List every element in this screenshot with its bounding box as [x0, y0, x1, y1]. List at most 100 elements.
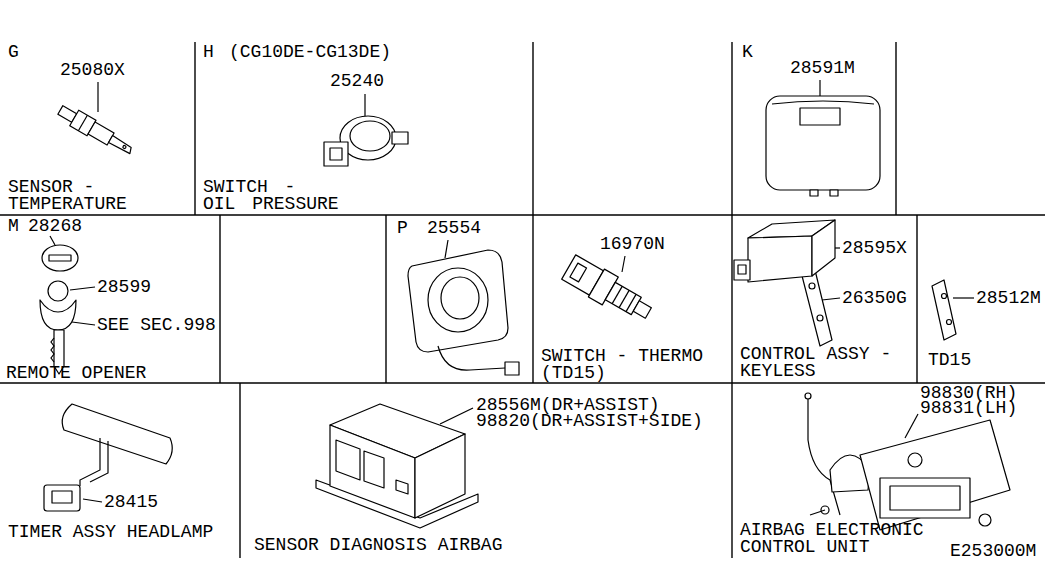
callout-number: 25240	[330, 73, 384, 90]
drawing-stroke	[109, 136, 134, 155]
drawing-stroke	[50, 236, 55, 245]
callout-number: 28599	[97, 279, 151, 296]
callout-number: 16970N	[600, 236, 665, 253]
drawing-stroke	[905, 414, 918, 438]
part-name: CONTROL ASSY - KEYLESS	[740, 346, 900, 380]
drawing-stroke	[42, 245, 78, 271]
callout-number: 28415	[104, 494, 158, 511]
drawing-stroke	[78, 115, 87, 131]
part-name: TIMER ASSY HEADLAMP	[8, 524, 213, 541]
airbag-diagnosis-sensor	[316, 404, 478, 528]
drawing-stroke	[0, 382, 1045, 383]
drawing-stroke	[90, 441, 108, 482]
drawing-stroke	[805, 393, 811, 399]
drawing-stroke	[731, 42, 732, 215]
drawing-stroke	[810, 510, 825, 515]
drawing-stroke	[97, 82, 98, 112]
callout-number: 28556M(DR+ASSIST)	[476, 397, 660, 414]
drawing-stroke	[622, 256, 625, 272]
part-name: REMOTE OPENER	[6, 365, 146, 382]
drawing-stroke	[48, 281, 68, 301]
drawing-stroke	[441, 277, 479, 319]
drawing-stroke	[942, 294, 947, 299]
cell-panel: 28415TIMER ASSY HEADLAMP	[0, 383, 240, 558]
drawing-stroke	[932, 280, 956, 340]
drawing-stroke	[810, 190, 818, 196]
bracket-td15	[932, 280, 974, 340]
cell-panel: H(CG10DE-CG13DE)25240SWITCH - OIL PRESSU…	[195, 42, 533, 215]
part-name: SENSOR - TEMPERATURE	[8, 179, 143, 213]
drawing-stroke	[330, 148, 342, 160]
cell-panel: G 25080X SENSOR - TEMPERATURE	[0, 42, 195, 215]
drawing-stroke	[979, 514, 991, 526]
cell-panel: M2826828599SEE SEC.998REMOTE OPENER	[0, 215, 220, 383]
sensor-part-25554	[408, 240, 519, 375]
drawing-stroke	[809, 283, 815, 289]
panel-letter: M	[8, 218, 19, 235]
drawing-stroke	[408, 250, 508, 352]
drawing-stroke	[438, 346, 505, 370]
callout-number: 28591M	[790, 60, 855, 77]
drawing-stroke	[738, 265, 746, 274]
drawing-stroke	[812, 220, 835, 276]
cell-panel: P25554	[386, 215, 533, 383]
callout-number: 98831(LH)	[920, 400, 1017, 417]
drawing-stroke	[350, 121, 390, 151]
drawing-stroke	[428, 268, 488, 332]
drawing-stroke	[800, 108, 840, 125]
part-name: SWITCH - THERMO (TD15)	[541, 348, 711, 382]
drawing-stroke	[830, 190, 838, 196]
drawing-stroke	[70, 287, 95, 290]
cell-panel: 28512MTD15	[917, 215, 1045, 383]
variant-code: TD15	[928, 352, 971, 369]
drawing-stroke	[392, 132, 408, 144]
drawing-stroke	[561, 253, 657, 327]
oil-pressure-switch	[324, 94, 408, 166]
drawing-stroke	[415, 434, 465, 518]
cell-panel: 16970N SWITCH - THERMO (TD15)	[533, 215, 732, 383]
drawing-stroke	[385, 215, 386, 383]
cell-panel: 28595X26350GCONTROL ASSY - KEYLESS	[732, 215, 917, 383]
cell-panel: 28556M(DR+ASSIST)98820(DR+ASSIST+SIDE)SE…	[240, 383, 732, 558]
drawing-stroke	[734, 260, 750, 280]
part-name: SWITCH - OIL PRESSURE	[203, 179, 343, 213]
drawing-stroke	[336, 440, 360, 480]
drawing-stroke	[72, 322, 95, 325]
panel-letter: P	[397, 220, 408, 237]
drawing-stroke	[570, 263, 587, 282]
drawing-stroke	[194, 42, 195, 215]
drawing-stroke	[239, 383, 240, 558]
cell-panel: K28591M	[732, 42, 896, 215]
drawing-stroke	[0, 214, 1045, 215]
drawing-stroke	[612, 286, 622, 303]
drawing-stroke	[808, 398, 840, 515]
drawing-stroke	[49, 255, 71, 261]
remote-opener	[40, 236, 95, 374]
callout-number: 28595X	[842, 240, 907, 257]
keyless-control	[734, 220, 840, 346]
drawing-stroke	[219, 215, 220, 383]
callout-number: 98820(DR+ASSIST+SIDE)	[476, 413, 703, 430]
drawing-stroke	[860, 420, 1010, 530]
panel-letter: H	[203, 44, 214, 61]
drawing-stroke	[619, 290, 629, 307]
drawing-stroke	[766, 96, 880, 190]
drawing-stroke	[52, 491, 72, 503]
drawing-stroke	[324, 142, 348, 166]
drawing-stroke	[62, 404, 172, 464]
drawing-stroke	[51, 338, 54, 362]
part-name: AIRBAG ELECTRONIC CONTROL UNIT	[740, 522, 932, 556]
drawing-stroke	[731, 383, 732, 558]
drawing-stroke	[880, 478, 970, 518]
drawing-stroke	[445, 240, 448, 258]
drawing-stroke	[817, 315, 823, 321]
callout-number: 25080X	[60, 62, 125, 79]
drawing-stroke	[505, 362, 519, 375]
drawing-stroke	[532, 42, 533, 215]
callout-number: 28268	[28, 218, 82, 235]
relay	[766, 80, 880, 196]
drawing-stroke	[633, 301, 651, 318]
drawing-stroke	[908, 453, 922, 467]
panel-letter: G	[8, 44, 19, 61]
